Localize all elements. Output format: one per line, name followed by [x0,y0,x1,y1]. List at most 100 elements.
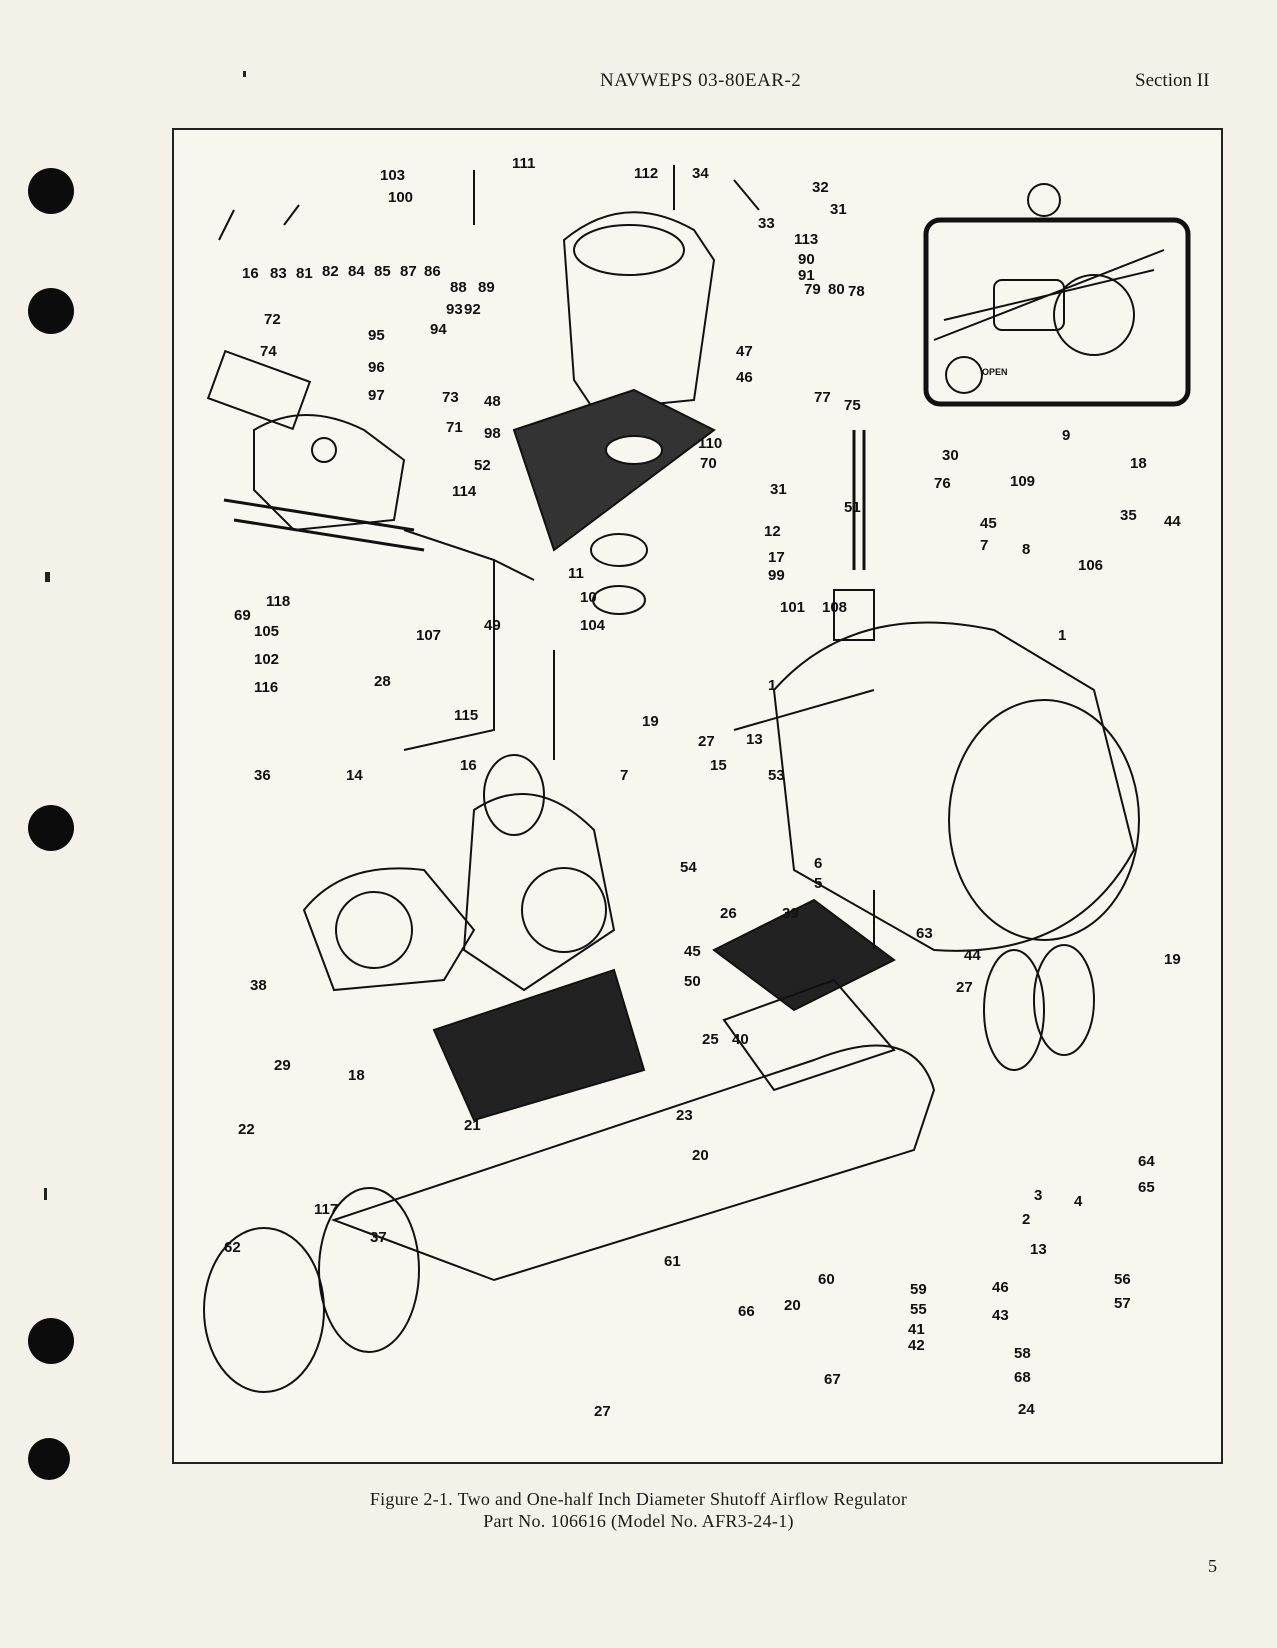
callout: 13 [746,731,763,748]
callout: 14 [346,767,363,784]
callout: 6 [814,855,822,872]
binder-hole [28,805,74,851]
callout: 3 [1034,1187,1042,1204]
end-cap-117 [203,1227,325,1393]
callout: 22 [238,1121,255,1138]
callout: 94 [430,321,447,338]
duct-body [331,1044,936,1282]
callout: 55 [910,1301,927,1318]
callout: 87 [400,263,417,280]
callout: 47 [736,343,753,360]
callout: 31 [830,201,847,218]
callout: 16 [242,265,259,282]
callout: 104 [580,617,606,634]
callout: 29 [274,1057,291,1074]
callout: 92 [464,301,481,318]
callout: 10 [580,589,597,606]
callout: 35 [1120,507,1137,524]
callout: 8 [1022,541,1030,558]
callout: 76 [934,475,951,492]
mounting-plate [722,978,896,1092]
callout: 108 [822,599,847,616]
callout: 85 [374,263,391,280]
callout: 58 [1014,1345,1031,1362]
callout: 46 [736,369,753,386]
callout: 66 [738,1303,755,1320]
callout: 84 [348,263,365,280]
callout: 44 [1164,513,1181,530]
page-number: 5 [1208,1556,1217,1576]
callout: 75 [844,397,861,414]
callout: 19 [1164,951,1181,968]
callout: 71 [446,419,463,436]
callout: 25 [702,1031,719,1048]
callout: 93 [446,301,463,318]
callout: 43 [992,1307,1009,1324]
callout: 70 [700,455,717,472]
callout: 13 [1030,1241,1047,1258]
page-speck [45,572,50,582]
callout: 102 [254,651,279,668]
callout: 21 [464,1117,481,1134]
callout: 113 [794,231,818,248]
callout: 60 [818,1271,835,1288]
callout: 41 [908,1321,925,1338]
callout: 7 [980,537,988,554]
figure-caption-line1: Figure 2-1. Two and One-half Inch Diamet… [369,1489,908,1509]
section-label: Section II [1135,70,1210,91]
callout: 115 [454,707,478,724]
callout: 111 [512,155,535,172]
binder-hole [28,1318,74,1364]
callout: 38 [250,977,267,994]
upper-housing [562,211,716,412]
callout: 86 [424,263,441,280]
callout: 2 [1022,1211,1030,1228]
callout: 40 [732,1031,749,1048]
gasket-40 [432,968,646,1122]
callout: 61 [664,1253,681,1270]
callout: 15 [710,757,727,774]
callout: 57 [1114,1295,1131,1312]
callout: 106 [1078,557,1103,574]
callout: 11 [568,565,584,582]
callout: 50 [684,973,701,990]
document-number: NAVWEPS 03-80EAR-2 [600,70,802,91]
callout: 105 [254,623,279,640]
callout: 64 [1138,1153,1155,1170]
binder-hole [28,168,74,214]
callout-labels: 103 111 112 34 32 31 100 33 113 90 91 79… [224,155,1181,1420]
callout: 100 [388,189,413,206]
inset-label: OPEN [982,367,1008,377]
callout: 20 [692,1147,709,1164]
callout: 72 [264,311,281,328]
callout: 45 [684,943,701,960]
callout: 89 [478,279,495,296]
callout: 18 [1130,455,1147,472]
callout: 91 [798,267,815,284]
callout: 68 [1014,1369,1031,1386]
callout: 65 [1138,1179,1155,1196]
callout: 26 [720,905,737,922]
page-speck [44,1188,47,1200]
callout: 20 [784,1297,801,1314]
callout: 110 [698,435,722,452]
callout: 28 [374,673,391,690]
valve-body [462,793,616,992]
actuator-housing [772,621,1136,952]
callout: 63 [916,925,933,942]
callout: 56 [1114,1271,1131,1288]
callout: 103 [380,167,405,184]
callout: 97 [368,387,385,404]
callout: 53 [768,767,785,784]
callout: 96 [368,359,385,376]
callout: 5 [814,875,822,892]
callout: 48 [484,393,501,410]
callout: 109 [1010,473,1035,490]
exploded-view-drawing: 103 111 112 34 32 31 100 33 113 90 91 79… [203,155,1191,1420]
callout: 51 [844,499,861,516]
callout: 27 [698,733,715,750]
callout: 59 [910,1281,927,1298]
callout: 39 [782,905,799,922]
coupling-108 [592,585,646,615]
callout: 1 [1058,627,1066,644]
